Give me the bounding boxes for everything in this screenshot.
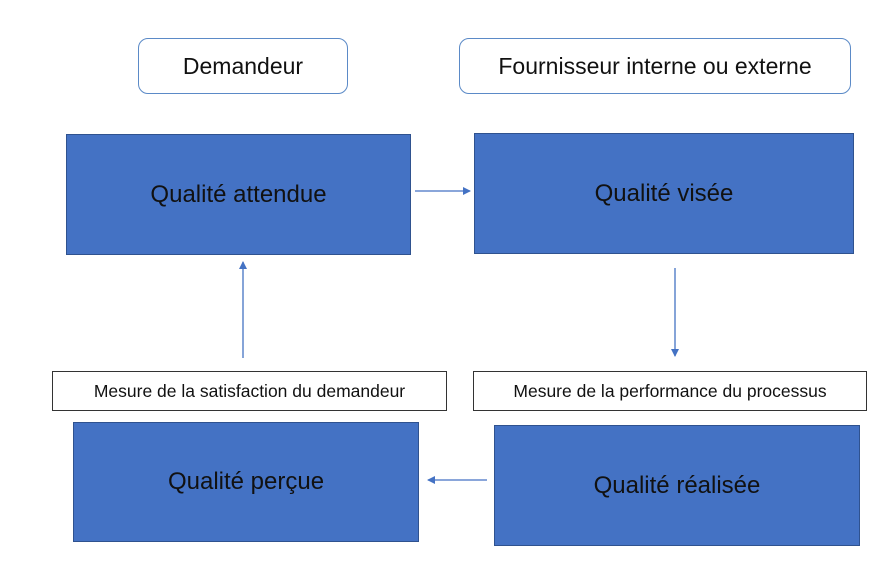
requester-header: Demandeur xyxy=(138,38,348,94)
targeted-quality-box: Qualité visée xyxy=(474,133,854,254)
satisfaction-measure-label: Mesure de la satisfaction du demandeur xyxy=(93,380,406,401)
supplier-header: Fournisseur interne ou externe xyxy=(459,38,851,94)
achieved-quality-box: Qualité réalisée xyxy=(494,425,860,546)
performance-measure-box: Mesure de la performance du processus xyxy=(473,371,867,411)
perceived-quality-box: Qualité perçue xyxy=(73,422,419,542)
perceived-quality-label: Qualité perçue xyxy=(167,468,325,495)
requester-label: Demandeur xyxy=(182,52,304,79)
targeted-quality-label: Qualité visée xyxy=(594,179,734,207)
satisfaction-measure-box: Mesure de la satisfaction du demandeur xyxy=(52,371,447,411)
expected-quality-label: Qualité attendue xyxy=(150,180,327,208)
performance-measure-label: Mesure de la performance du processus xyxy=(513,380,827,401)
achieved-quality-label: Qualité réalisée xyxy=(593,471,761,499)
expected-quality-box: Qualité attendue xyxy=(66,134,411,255)
supplier-label: Fournisseur interne ou externe xyxy=(498,52,812,79)
